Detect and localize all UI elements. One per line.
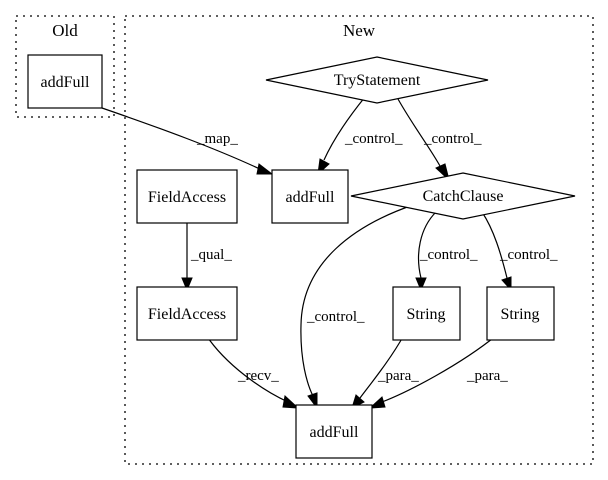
node-catch-clause-shape [350, 172, 576, 220]
cluster-new-label: New [343, 21, 376, 40]
node-new-addfull[interactable]: addFull [271, 169, 349, 224]
edge-recv-label: _recv_ [237, 368, 279, 384]
node-catch-clause[interactable]: CatchClause [350, 172, 576, 220]
edge-catch-to-string1-label: _control_ [419, 247, 478, 263]
node-field-access-2[interactable]: FieldAccess [136, 286, 238, 341]
node-field-access-1-label: FieldAccess [148, 189, 226, 206]
node-old-addfull[interactable]: addFull [27, 54, 103, 109]
edge-para-1: _para_ [351, 334, 419, 409]
node-bottom-addfull-box [295, 404, 373, 459]
node-field-access-1[interactable]: FieldAccess [136, 169, 238, 224]
edge-map: _map_ [101, 107, 274, 175]
edge-map-arrowhead [256, 163, 274, 175]
edge-recv: _recv_ [205, 334, 300, 409]
node-try-statement-label: TryStatement [334, 72, 421, 89]
edge-para-2-line [381, 334, 498, 403]
edge-catch-to-string1-line [418, 211, 437, 279]
cluster-old-label: Old [52, 21, 78, 40]
edge-para-1-line [359, 334, 405, 399]
node-bottom-addfull-label: addFull [310, 424, 359, 441]
node-try-statement[interactable]: TryStatement [265, 56, 489, 104]
edge-try-to-addfull-label: _control_ [344, 131, 403, 147]
edge-try-to-catch-label: _control_ [423, 131, 482, 147]
node-string-2-label: String [500, 306, 539, 323]
edge-catch-to-string1-arrowhead [415, 277, 427, 292]
node-new-addfull-label: addFull [286, 189, 335, 206]
node-try-statement-shape [265, 56, 489, 104]
edge-recv-line [205, 334, 289, 403]
node-old-addfull-label: addFull [41, 74, 90, 91]
cluster-old-border [15, 15, 115, 118]
edge-qual: _qual_ [181, 218, 232, 292]
edge-catch-to-addfull-label: _control_ [306, 309, 365, 325]
edge-catch-to-string1: _control_ [415, 211, 478, 292]
node-catch-clause-label: CatchClause [423, 188, 504, 205]
edge-catch-to-addfull: _control_ [300, 204, 414, 410]
edge-para-2-label: _para_ [466, 368, 508, 384]
edge-try-to-addfull-line [323, 96, 366, 161]
node-field-access-2-label: FieldAccess [148, 306, 226, 323]
node-old-addfull-box [27, 54, 103, 109]
cluster-new-border [124, 15, 594, 465]
node-string-1-label: String [406, 306, 445, 323]
edge-para-2: _para_ [368, 334, 508, 409]
node-string-1[interactable]: String [392, 286, 461, 341]
edge-try-to-addfull: _control_ [317, 96, 403, 176]
node-string-2-box [486, 286, 555, 341]
edge-qual-arrowhead [181, 277, 193, 292]
edge-para-2-arrowhead [368, 396, 386, 409]
node-bottom-addfull[interactable]: addFull [295, 404, 373, 459]
node-string-1-box [392, 286, 461, 341]
edge-para-1-label: _para_ [377, 368, 419, 384]
edge-catch-to-addfull-line [300, 204, 414, 397]
node-field-access-1-box [136, 169, 238, 224]
node-field-access-2-box [136, 286, 238, 341]
cluster-new: New [124, 15, 594, 465]
edge-recv-arrowhead [282, 395, 300, 409]
node-new-addfull-box [271, 169, 349, 224]
edge-try-to-catch: _control_ [397, 98, 482, 182]
edge-map-line [101, 107, 263, 171]
edge-catch-to-string2: _control_ [481, 211, 558, 292]
edge-map-label: _map_ [196, 131, 238, 147]
edge-catch-to-string2-label: _control_ [499, 247, 558, 263]
edge-catch-to-addfull-arrowhead [307, 392, 318, 410]
cluster-old: Old [15, 15, 115, 118]
edge-qual-label: _qual_ [190, 247, 232, 263]
node-string-2[interactable]: String [486, 286, 555, 341]
edge-catch-to-string2-line [481, 211, 508, 279]
edge-try-to-catch-line [397, 98, 441, 167]
